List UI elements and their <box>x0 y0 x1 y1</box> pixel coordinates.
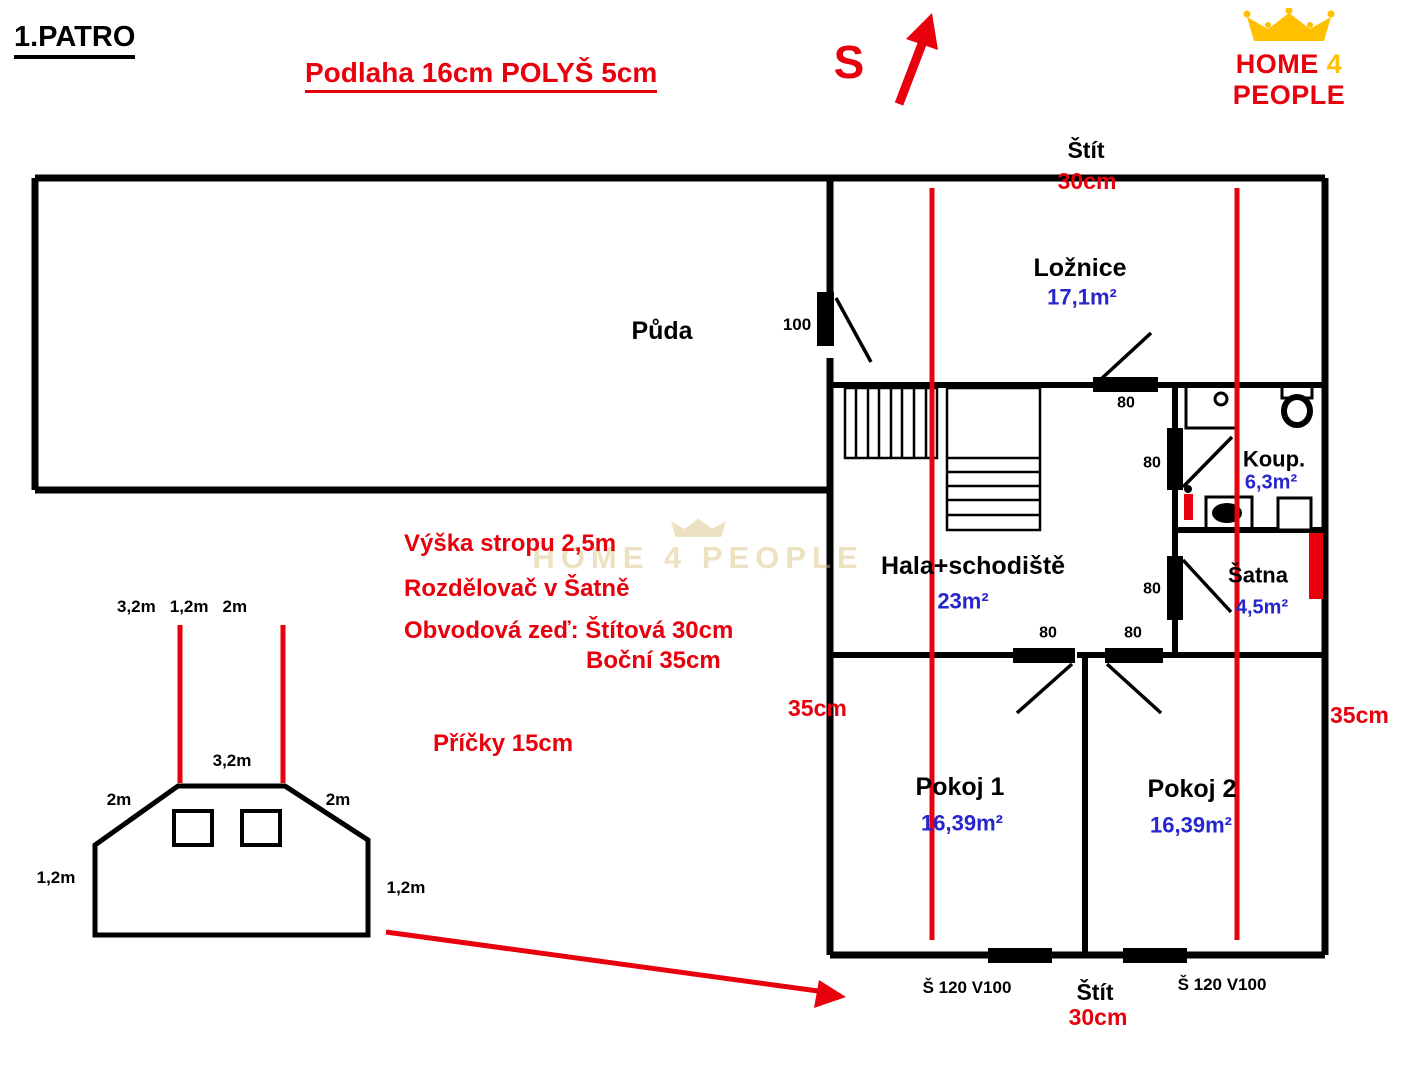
logo-home: HOME <box>1235 49 1319 79</box>
room-area-hala: 23m² <box>937 588 989 614</box>
side-wall-size-right: 35cm <box>1330 702 1389 728</box>
annotation-partitions: Příčky 15cm <box>433 730 574 757</box>
window-size-pokoj2: Š 120 V100 <box>1177 975 1267 995</box>
door-size-pokoj1: 80 <box>1039 624 1057 642</box>
side-wall-size-left: 35cm <box>788 695 847 721</box>
logo-four: 4 <box>1326 49 1343 79</box>
annotation-outer-wall-side: Boční 35cm <box>586 647 721 674</box>
room-area-koupelna: 6,3m² <box>1244 471 1298 494</box>
section-knee-left: 1,2m <box>36 868 76 888</box>
annotation-ceiling-height: Výška stropu 2,5m <box>404 530 617 557</box>
room-area-pokoj2: 16,39m² <box>1150 812 1232 838</box>
sink-icon <box>1204 495 1254 533</box>
room-area-satna: 4,5m² <box>1235 596 1289 619</box>
door-size-loznice: 80 <box>1117 394 1135 412</box>
gable-label-top: Štít <box>1067 136 1105 163</box>
crown-icon <box>1243 7 1335 41</box>
room-label-loznice: Ložnice <box>1033 253 1127 282</box>
valve-fixture <box>1184 485 1193 520</box>
room-label-pokoj1: Pokoj 1 <box>915 772 1005 801</box>
shower-icon <box>1184 384 1238 430</box>
logo-text: HOME 4 PEOPLE <box>1183 49 1395 111</box>
door-size-satna: 80 <box>1143 580 1161 598</box>
section-lines <box>929 188 1240 940</box>
gable-size-bottom: 30cm <box>1068 1003 1128 1030</box>
section-ridge-width: 3,2m <box>212 751 252 771</box>
room-label-satna: Šatna <box>1228 562 1288 588</box>
room-label-puda: Půda <box>631 316 693 345</box>
door-swings <box>834 297 1234 715</box>
room-label-koupelna: Koup. <box>1242 446 1306 472</box>
window-size-pokoj1: Š 120 V100 <box>922 978 1012 998</box>
floor-spec-subtitle: Podlaha 16cm POLYŠ 5cm <box>305 58 658 94</box>
section-dim-knee: 1,2m <box>169 597 209 616</box>
toilet-icon <box>1280 384 1314 428</box>
room-label-pokoj2: Pokoj 2 <box>1147 774 1237 803</box>
section-slope-left: 2m <box>106 790 132 810</box>
door-size-pokoj2: 80 <box>1124 624 1142 642</box>
washer-icon <box>1276 496 1313 532</box>
page-title: 1.PATRO <box>14 22 136 60</box>
roof-section <box>92 783 371 938</box>
section-knee-right: 1,2m <box>386 878 426 898</box>
roof-dim-lines <box>177 625 286 783</box>
section-slope-right: 2m <box>325 790 351 810</box>
pointer-arrow <box>385 929 846 1008</box>
section-dim-ridge: 3,2m <box>117 597 156 616</box>
window-bars <box>988 948 1187 963</box>
door-size-koupelna: 80 <box>1143 454 1161 472</box>
room-label-hala: Hala+schodiště <box>880 551 1066 580</box>
radiator <box>1309 533 1323 599</box>
gable-size-top: 30cm <box>1057 167 1117 194</box>
logo: HOME 4 PEOPLE <box>1183 7 1395 111</box>
annotation-outer-wall: Obvodová zeď: Štítová 30cm <box>404 617 734 644</box>
section-dim-slope: 2m <box>222 597 248 616</box>
door-size-puda: 100 <box>782 315 812 335</box>
north-arrow <box>894 13 938 106</box>
logo-people: PEOPLE <box>1232 80 1346 110</box>
staircase <box>843 386 1042 532</box>
annotation-distributor: Rozdělovač v Šatně <box>404 575 630 602</box>
door-bars <box>817 292 1183 663</box>
north-letter: S <box>833 35 865 88</box>
outer-walls <box>31 174 1329 959</box>
gable-label-bottom: Štít <box>1076 978 1114 1005</box>
room-area-pokoj1: 16,39m² <box>921 810 1003 836</box>
section-top-dims: 3,2m 1,2m 2m <box>117 598 247 616</box>
room-area-loznice: 17,1m² <box>1047 284 1117 310</box>
